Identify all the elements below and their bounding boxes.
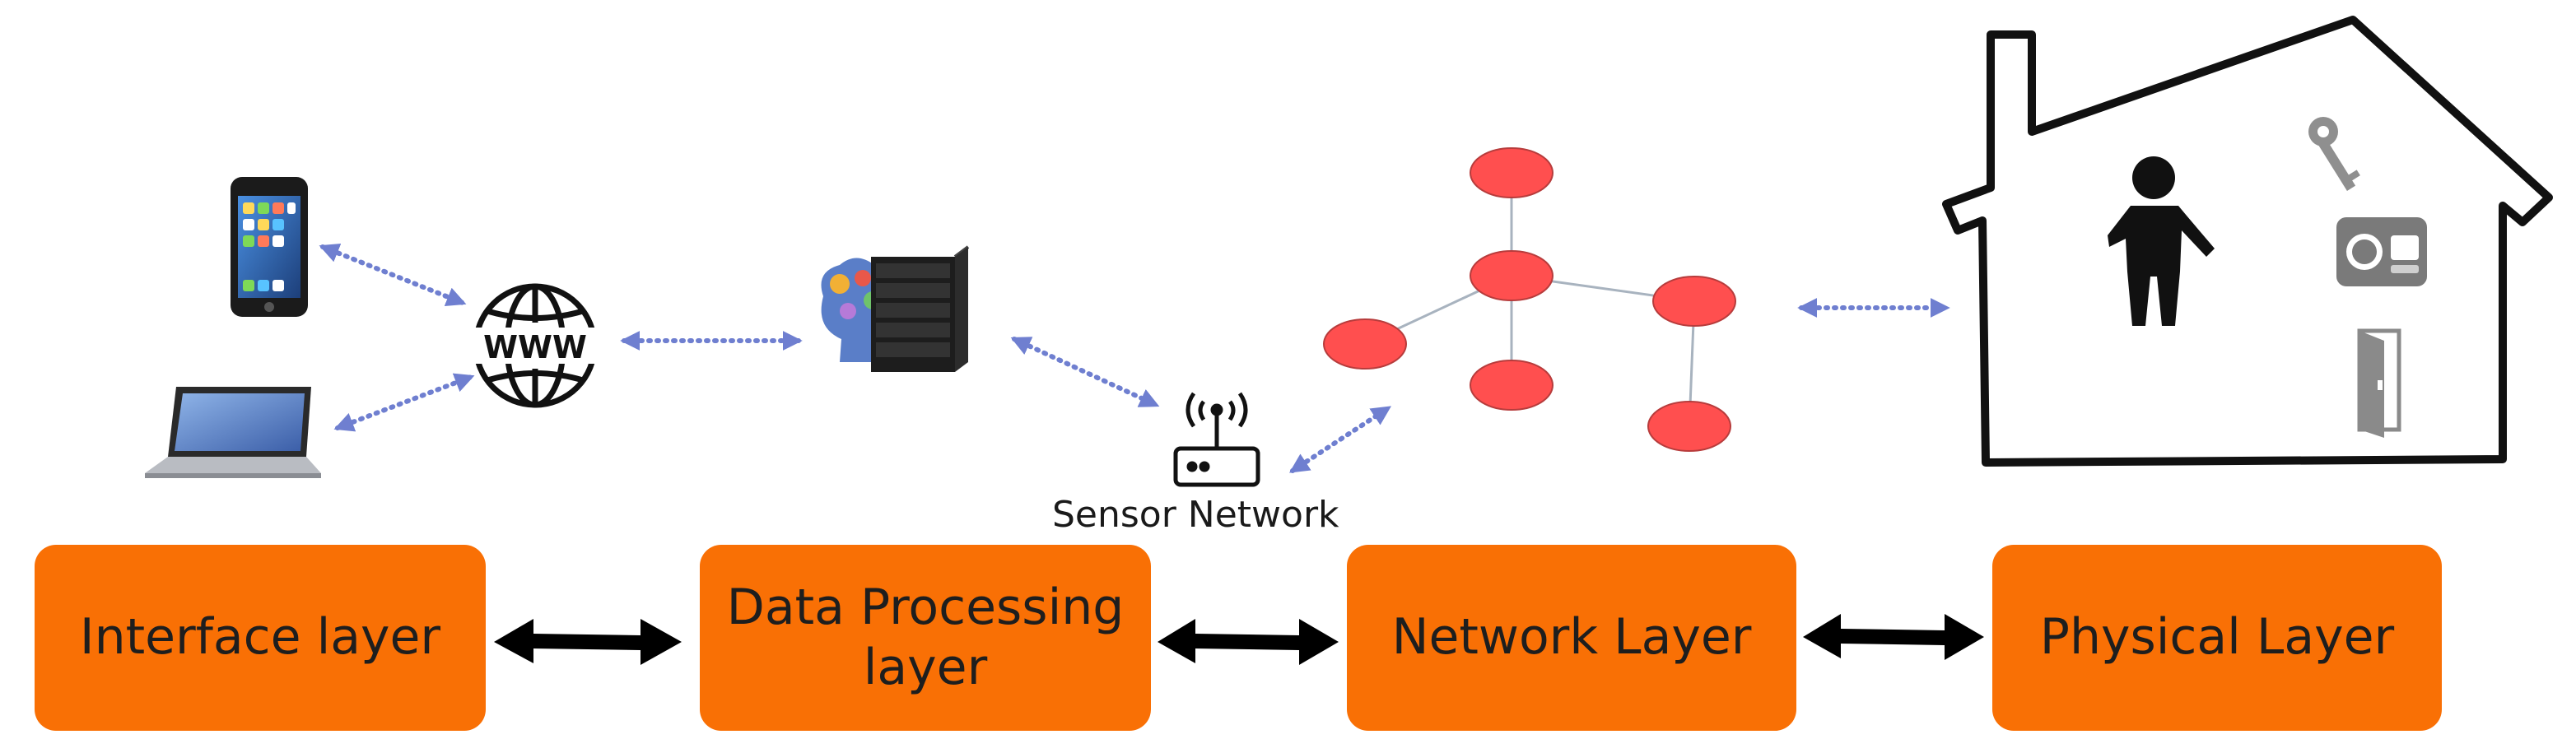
door-icon xyxy=(2357,328,2401,438)
data-processing-layer-label: Data Processing layer xyxy=(726,578,1125,696)
thermostat-icon xyxy=(2336,217,2427,286)
brain-server-icon xyxy=(821,245,970,372)
network-graph xyxy=(1323,147,1736,452)
dotted-arrow-phone-www xyxy=(319,243,467,307)
smartphone-icon xyxy=(231,177,308,317)
network-node xyxy=(1652,276,1736,327)
dotted-arrow-router-network xyxy=(1288,406,1392,473)
person-icon xyxy=(2108,156,2215,326)
sensor-network-label: Sensor Network xyxy=(1052,494,1339,536)
network-node xyxy=(1323,318,1407,370)
wifi-router-icon xyxy=(1173,392,1260,487)
interface-layer-label: Interface layer xyxy=(79,608,441,667)
dotted-arrow-server-router xyxy=(1010,337,1160,407)
key-icon xyxy=(2308,117,2360,192)
network-layer-label: Network Layer xyxy=(1391,608,1752,667)
double-arrow-network-physical xyxy=(1803,614,1984,660)
dotted-arrow-laptop-www xyxy=(333,373,475,432)
layer-connectors xyxy=(494,614,1984,665)
network-node xyxy=(1470,360,1554,411)
data-processing-layer-box: Data Processing layer xyxy=(700,545,1151,731)
laptop-icon xyxy=(145,387,321,478)
network-node xyxy=(1647,401,1731,452)
interface-layer-box: Interface layer xyxy=(35,545,486,731)
house-icon xyxy=(1942,16,2553,467)
network-node xyxy=(1470,250,1554,301)
www-globe-icon xyxy=(471,283,599,408)
physical-layer-box: Physical Layer xyxy=(1992,545,2442,731)
double-arrow-processing-network xyxy=(1158,619,1339,665)
network-node xyxy=(1470,147,1554,198)
www-globe-label: WWW xyxy=(483,329,587,365)
double-arrow-interface-processing xyxy=(494,619,682,665)
dotted-connectors xyxy=(319,243,1950,473)
network-layer-box: Network Layer xyxy=(1347,545,1796,731)
physical-layer-label: Physical Layer xyxy=(2039,608,2395,667)
